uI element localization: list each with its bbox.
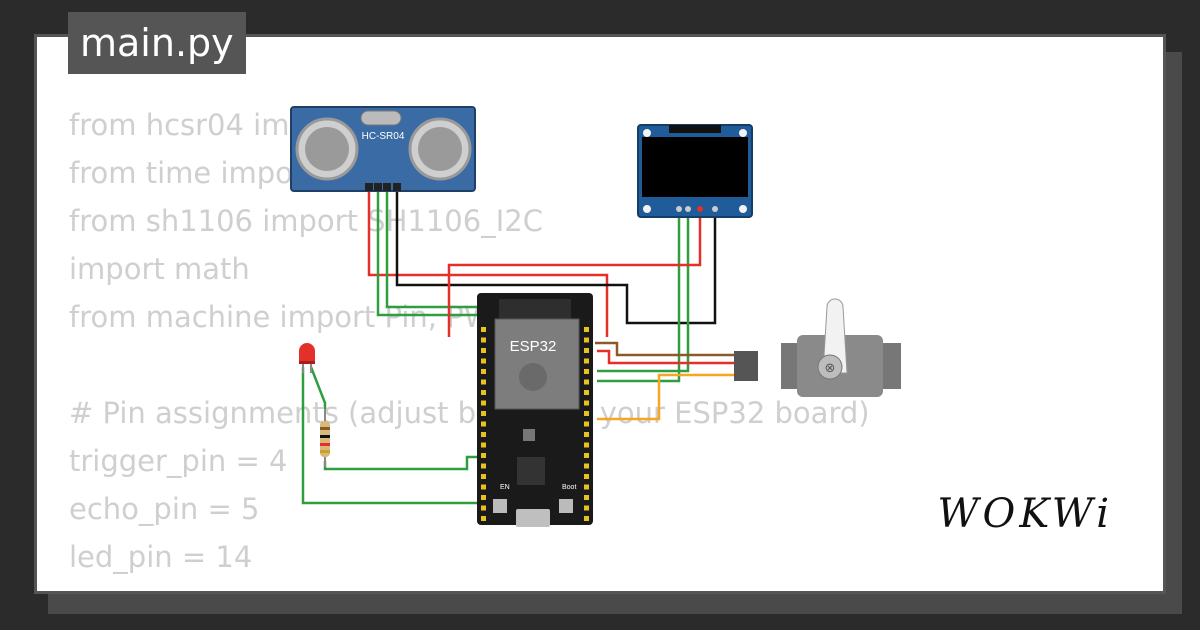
- header-pin: [584, 379, 589, 385]
- resistor[interactable]: [320, 409, 330, 467]
- header-pin: [584, 505, 589, 511]
- header-pin: [481, 379, 486, 385]
- header-pin: [584, 390, 589, 395]
- header-pin: [584, 421, 589, 427]
- header-pin: [481, 484, 486, 490]
- header-pin: [481, 516, 486, 521]
- hc-sr04-sensor[interactable]: HC-SR04: [290, 106, 476, 192]
- red-led[interactable]: [299, 343, 315, 373]
- hc-sr04-label: HC-SR04: [362, 131, 405, 142]
- wire-led-cathode-green: [301, 367, 487, 505]
- wire-led-green: [309, 366, 327, 409]
- circuit-diagram[interactable]: HC-SR04 ESP32: [37, 37, 1166, 594]
- wire-echo-green: [385, 189, 491, 327]
- wire-oled-sda-green: [597, 213, 681, 383]
- header-pin: [481, 369, 486, 374]
- esp32-pins-right: [584, 327, 589, 521]
- wire-resistor-green: [323, 455, 481, 471]
- wire-servo-orange: [597, 373, 734, 421]
- code-line: servo_pin = 15: [69, 581, 870, 591]
- header-pin: [584, 327, 589, 332]
- header-pin: [481, 432, 486, 437]
- esp32-board[interactable]: ESP32 EN Boot: [477, 293, 593, 527]
- header-pin: [584, 442, 589, 448]
- header-pin: [584, 453, 589, 458]
- header-pin: [481, 505, 486, 511]
- code-line: import math: [69, 252, 250, 286]
- header-pin: [481, 463, 486, 469]
- header-pin: [481, 474, 486, 479]
- header-pin: [481, 358, 486, 364]
- wire-vcc-red: [367, 189, 609, 337]
- wire-oled-scl-green: [597, 213, 690, 373]
- wire-oled-vcc-red: [447, 213, 702, 337]
- wire-gnd-black: [395, 189, 717, 325]
- wire-trig-green: [376, 189, 485, 317]
- code-line: echo_pin = 5: [69, 492, 260, 526]
- header-pin: [481, 337, 486, 343]
- header-pin: [584, 495, 589, 500]
- file-tab[interactable]: main.py: [68, 12, 246, 74]
- header-pin: [584, 474, 589, 479]
- wokwi-logo: WOKWi: [937, 491, 1113, 537]
- header-pin: [584, 432, 589, 437]
- wire-servo-brown: [595, 341, 734, 357]
- header-pin: [584, 400, 589, 406]
- esp32-boot-label: Boot: [562, 484, 576, 491]
- header-pin: [481, 327, 486, 332]
- oled-display[interactable]: [637, 124, 753, 218]
- header-pin: [481, 421, 486, 427]
- svg-text:⊗: ⊗: [825, 361, 836, 376]
- header-pin: [481, 495, 486, 500]
- header-pin: [584, 369, 589, 374]
- wire-servo-red: [597, 349, 734, 365]
- header-pin: [584, 484, 589, 490]
- header-pin: [584, 358, 589, 364]
- header-pin: [481, 390, 486, 395]
- header-pin: [584, 337, 589, 343]
- header-pin: [481, 411, 486, 416]
- esp32-en-label: EN: [500, 484, 510, 491]
- code-line: trigger_pin = 4: [69, 444, 288, 478]
- header-pin: [584, 411, 589, 416]
- header-pin: [584, 348, 589, 353]
- code-line: led_pin = 14: [69, 540, 253, 574]
- header-pin: [584, 463, 589, 469]
- header-pin: [481, 453, 486, 458]
- wires: [301, 189, 734, 505]
- esp32-label: ESP32: [510, 338, 557, 355]
- header-pin: [481, 442, 486, 448]
- esp32-pins-left: [481, 327, 486, 521]
- header-pin: [481, 348, 486, 353]
- header-pin: [481, 400, 486, 406]
- servo-motor[interactable]: ⊗: [734, 298, 901, 397]
- header-pin: [584, 516, 589, 521]
